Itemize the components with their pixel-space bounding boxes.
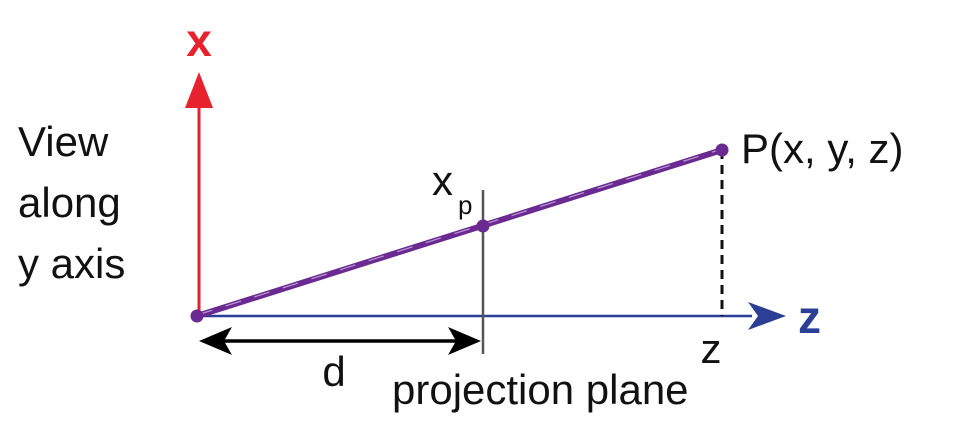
projected-point-label-subscript: p	[458, 190, 472, 220]
z-axis: z	[199, 291, 821, 343]
projection-plane-label: projection plane	[392, 366, 689, 413]
view-caption-line-2: along	[18, 179, 121, 226]
distance-arrowhead-right	[448, 327, 481, 355]
projection-plane: projection plane	[392, 190, 689, 413]
x-axis: x	[185, 14, 213, 316]
projection-ray	[194, 147, 725, 319]
projection-ray-highlight	[196, 148, 723, 316]
point-p-label: P(x, y, z)	[741, 125, 904, 172]
point-p	[715, 143, 729, 157]
origin-point	[190, 309, 204, 323]
z-tick-label: z	[701, 325, 722, 372]
view-caption-line-3: y axis	[18, 240, 125, 287]
projected-point-label: x p	[432, 157, 472, 220]
projected-point	[476, 219, 490, 233]
projected-point-label-base: x	[432, 157, 453, 204]
z-axis-arrowhead	[748, 302, 786, 330]
distance-label: d	[322, 348, 345, 395]
projection-ray-line	[194, 147, 725, 319]
view-caption: View along y axis	[18, 118, 125, 287]
x-axis-arrowhead	[185, 72, 213, 108]
distance-arrowhead-left	[199, 327, 232, 355]
distance-dimension: d	[199, 327, 481, 395]
view-caption-line-1: View	[18, 118, 109, 165]
x-axis-label: x	[186, 14, 212, 66]
z-axis-label: z	[798, 291, 821, 343]
